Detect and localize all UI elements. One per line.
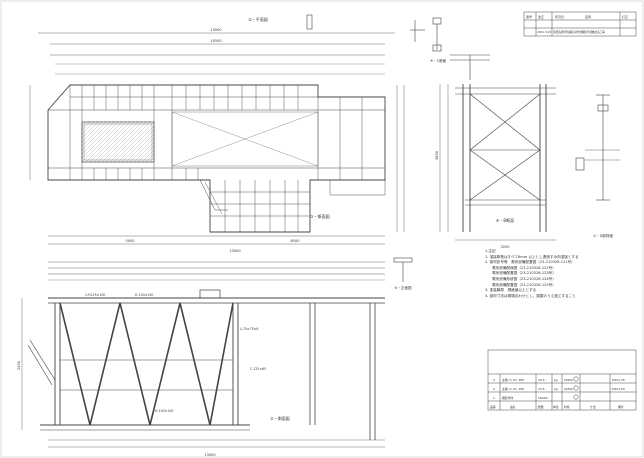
bom-row-2-spec: M16×50 — [612, 387, 625, 391]
bom-row-1-no: 3 — [493, 378, 495, 382]
bom-header-qty: 数量 — [538, 405, 544, 409]
bom-header-no: 品番 — [490, 405, 496, 409]
depth-dim: 2450 — [17, 361, 21, 370]
bom-row-2-mat: SS400 — [564, 387, 573, 391]
bom-header-name: 品名 — [510, 405, 516, 409]
bom-row-1-mat: SS400 — [564, 378, 573, 382]
bom-row-2-qty: 10.5 — [538, 387, 545, 391]
detail-c-view — [410, 17, 490, 80]
bom-row-1-unit: kg — [554, 378, 558, 382]
note-line-2: 2. 部材記号等 電気設備配置図（23-210326-121号） — [485, 260, 575, 265]
plate-detail — [393, 257, 413, 282]
section-b-title: ④・B断面 — [496, 217, 514, 223]
bom-header-unit: 単位 — [553, 405, 559, 409]
plan-overall-dim: 13000 — [229, 249, 240, 253]
bom-row-2-name: 主構, H, PC, 2PH — [502, 387, 524, 391]
title-date: 2021.3.25 — [537, 30, 551, 34]
elevation-view-title: ②・側面図 — [270, 415, 290, 421]
detail-c-title: ⑤・C断面 — [430, 58, 447, 63]
detail-d-view — [575, 94, 620, 201]
member-label-3: L-75×75×6 — [240, 327, 258, 331]
title-cell-rev: 改正 — [538, 14, 544, 19]
side-section-view — [439, 84, 556, 241]
note-line-1: 1. 溶接脚長はすべて6mm 以上とし連続すみ肉溶接とする — [485, 254, 579, 259]
bom-table — [487, 349, 637, 411]
plan-view-title: ①・平面図 — [248, 17, 268, 22]
bom-row-2-no: 2 — [493, 387, 495, 391]
general-notes: 1.注記 1. 溶接脚長はすべて6mm 以上とし連続すみ肉溶接とする 2. 部材… — [485, 249, 635, 299]
member-label-4: C-125×65 — [250, 367, 266, 371]
plan-view — [29, 32, 405, 245]
elevation-view — [21, 261, 385, 448]
support-post — [306, 14, 313, 30]
title-cell-name: 名称 — [585, 14, 591, 19]
elevation-overall-dim: 13000 — [204, 453, 215, 457]
bom-header-remarks: 備考 — [618, 405, 624, 409]
bom-header-size: 寸法 — [590, 405, 596, 409]
bom-row-3-mat: SS400 — [538, 396, 548, 400]
note-line-7: 3. 塗装膜厚 規格値以上とする — [485, 288, 537, 293]
note-line-5: 電気設備系統図（23-210326-124号） — [485, 276, 556, 281]
lower-span-b-dim: 6500 — [291, 239, 300, 243]
member-label-5: H-100×100 — [155, 409, 173, 413]
title-cell-edit: 訂正 — [622, 14, 628, 19]
note-line-6: 電気設備配置図（23-210326-125号） — [485, 282, 556, 287]
member-label-1: 2-H125×100 — [85, 293, 105, 297]
note-line-4: 電気設備配置図（23-210326-123号） — [485, 271, 556, 276]
title-block — [523, 11, 637, 37]
note-line-8: 4. 部材寸法は現場合わせとし、調整のうえ施工すること — [485, 293, 576, 298]
lower-span-a-dim: 5000 — [126, 239, 135, 243]
bom-row-1-qty: 10.5 — [538, 378, 545, 382]
bom-row-1-name: 主構, H, PC, 2PH — [502, 378, 524, 382]
note-line-3: 電気設備配線図（23-210326-122号） — [485, 265, 556, 270]
upper-span-dim: 10500 — [210, 39, 221, 43]
bom-row-1-spec: M16×45 — [612, 378, 625, 382]
width-dim: 3200 — [501, 245, 510, 249]
overall-length-dim: 13000 — [210, 28, 221, 32]
bom-row-3-no: 1 — [493, 396, 495, 400]
member-label-2: H-150×150 — [135, 293, 153, 297]
notes-heading: 1.注記 — [485, 249, 496, 253]
plan-view-label: ③・断面図 — [310, 213, 330, 219]
title-cell-no: 番号 — [526, 14, 532, 19]
height-dim: 3800 — [435, 151, 439, 160]
bom-header-mat: 材質 — [564, 405, 570, 409]
title-cell-date: 年月日 — [555, 14, 564, 19]
detail-d-title: ⑦・D部詳細 — [593, 233, 613, 238]
front-view-title: ⑥・正面図 — [394, 285, 412, 290]
bom-row-2-unit: kg — [554, 387, 558, 391]
bom-row-3-name: 鋼製浮体 — [502, 396, 513, 400]
title-project: 東部造船所新艤装岸壁用鋼製浮桟橋改造工事 — [553, 30, 605, 34]
